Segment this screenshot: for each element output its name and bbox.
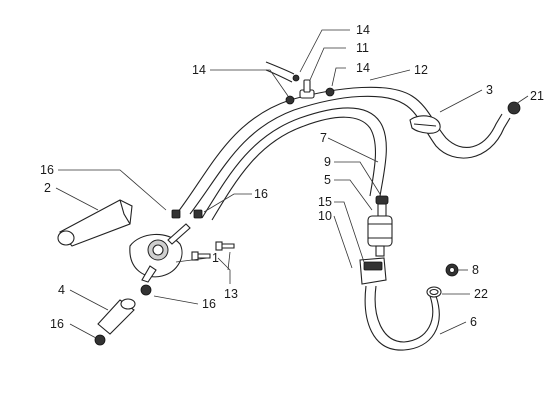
clip-21: [507, 101, 521, 115]
callout-16-upper-left: 16: [40, 163, 54, 177]
callout-6: 6: [470, 315, 477, 329]
clip-16-tap: [140, 284, 152, 296]
pipe-4: [97, 298, 136, 335]
hose-7: [201, 107, 387, 221]
callout-8: 8: [472, 263, 479, 277]
callout-14-left: 14: [192, 63, 206, 77]
callout-11: 11: [356, 41, 369, 55]
fuel-filter-5: [359, 195, 393, 285]
nut-8: [445, 263, 459, 277]
clamp-3: [409, 115, 441, 134]
screws-13: [191, 241, 235, 261]
callout-14-mid: 14: [356, 61, 370, 75]
callout-15: 15: [318, 195, 332, 209]
callout-1: 1: [212, 251, 219, 265]
callout-5: 5: [324, 173, 331, 187]
callout-21: 21: [530, 89, 544, 103]
leader-lines: [55, 29, 529, 339]
hose-6: [364, 285, 440, 351]
hose-12: [177, 86, 511, 215]
callout-10: 10: [318, 209, 332, 223]
short-hose-top: [265, 61, 295, 83]
callout-16-lower: 16: [50, 317, 64, 331]
clip-16-lower: [94, 334, 106, 346]
callout-9: 9: [324, 155, 331, 169]
callout-16-right: 16: [254, 187, 268, 201]
callout-12: 12: [414, 63, 428, 77]
callout-labels: 14 11 14 14 12 3 21 7 9 5 15 10 16 2 16 …: [40, 23, 544, 331]
callout-4: 4: [58, 283, 65, 297]
fuel-tap-1: [129, 209, 203, 283]
t-fitting-11: [285, 74, 335, 105]
callout-14-top: 14: [356, 23, 370, 37]
callout-3: 3: [486, 83, 493, 97]
bracket-2: [57, 199, 133, 247]
callout-2: 2: [44, 181, 51, 195]
callout-7: 7: [320, 131, 327, 145]
callout-16-tap: 16: [202, 297, 216, 311]
clamp-22: [426, 286, 442, 298]
callout-22: 22: [474, 287, 488, 301]
callout-13: 13: [224, 287, 238, 301]
